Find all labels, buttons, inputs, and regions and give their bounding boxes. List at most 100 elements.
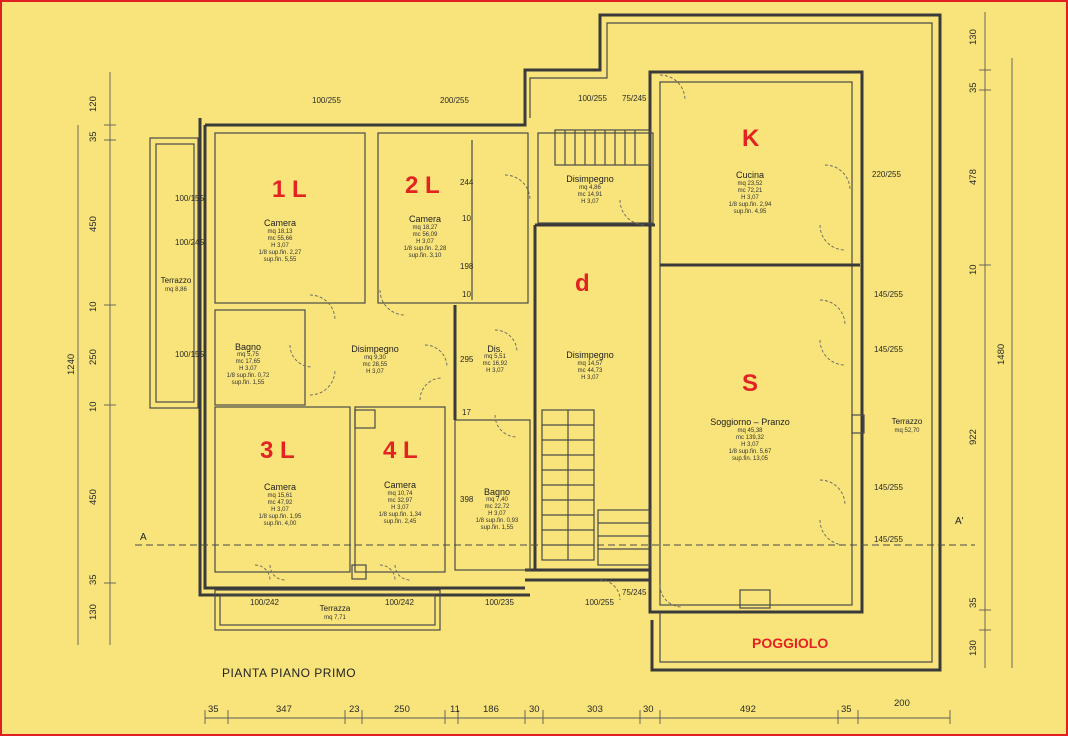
dim-left: 250: [88, 349, 99, 365]
opening-dim: 100/242: [250, 598, 279, 607]
inner-dim: 398: [460, 495, 474, 504]
dim-bottom: 30: [529, 704, 540, 715]
room-name-bagno1: Bagno: [234, 342, 262, 352]
dim-left: 450: [88, 216, 99, 232]
tag-k: K: [742, 125, 760, 152]
dim-right: 922: [968, 429, 979, 445]
room-stats-terrazzo-left: mq 8,86: [165, 287, 187, 293]
inner-dim: 244: [460, 178, 474, 187]
dim-left-total: 1240: [66, 353, 77, 375]
opening-dim: 145/255: [874, 345, 903, 354]
dimension-lines: [77, 12, 1013, 724]
dim-right-total: 1480: [996, 343, 1007, 365]
inner-dim: 10: [462, 290, 471, 299]
column-mark: [851, 414, 865, 434]
tag-d: d: [575, 270, 590, 297]
chimney-mark: [354, 409, 376, 429]
dim-bottom: 35: [208, 704, 219, 715]
room-name-camera1: Camera: [263, 218, 296, 228]
opening-dim: 75/245: [622, 588, 647, 597]
inner-dim: 198: [460, 262, 474, 271]
opening-dim: 145/255: [874, 290, 903, 299]
room-stats-terrazza-bottom: mq 7,71: [324, 615, 346, 621]
opening-dim: 100/235: [485, 598, 514, 607]
room-name-disimpegno-mid: Disimpegno: [351, 344, 399, 354]
opening-dim: 100/255: [312, 96, 341, 105]
dim-right: 130: [968, 29, 979, 45]
dim-bottom: 250: [394, 704, 410, 715]
dim-left: 10: [88, 401, 99, 412]
interior-walls: [214, 132, 860, 573]
room-name-dis: Dis.: [487, 344, 503, 354]
room-name-bagno2: Bagno: [483, 487, 511, 497]
dim-bottom: 23: [349, 704, 360, 715]
dim-right: 130: [968, 640, 979, 656]
opening-dim: 100/155: [175, 194, 204, 203]
bottom-terrace: [214, 589, 441, 631]
tag-4l: 4 L: [383, 437, 418, 464]
inner-dim: 17: [462, 408, 471, 417]
left-terrace: [149, 137, 199, 409]
dim-right: 35: [968, 597, 979, 608]
dim-bottom: 303: [587, 704, 603, 715]
room-name-camera3: Camera: [263, 482, 296, 492]
dim-left: 450: [88, 489, 99, 505]
room-name-terrazza-bottom: Terrazza: [319, 604, 351, 613]
room-name-camera4: Camera: [383, 480, 416, 490]
exterior-walls: [198, 13, 942, 672]
room-name-terrazzo-left: Terrazzo: [160, 276, 192, 285]
opening-dim: 100/242: [385, 598, 414, 607]
section-mark-left: A: [140, 532, 147, 543]
dim-bottom: 347: [276, 704, 292, 715]
opening-dim: 100/155: [175, 350, 204, 359]
inner-dim: 295: [460, 355, 474, 364]
room-name-disimpegno-d: Disimpegno: [566, 350, 614, 360]
opening-dim: 100/255: [585, 598, 614, 607]
fireplace-mark: [739, 589, 771, 609]
dim-bottom: 200: [894, 698, 910, 709]
tag-1l: 1 L: [272, 176, 307, 203]
room-stats-terrazzo-right: mq 52,70: [894, 428, 920, 434]
section-mark-right: A': [955, 516, 964, 527]
dim-right: 35: [968, 82, 979, 93]
dim-bottom: 11: [450, 704, 460, 715]
inner-dim: 10: [462, 214, 471, 223]
room-name-terrazzo-right: Terrazzo: [891, 417, 923, 426]
dim-left: 130: [88, 604, 99, 620]
stairs: [541, 129, 651, 566]
opening-dim: 100/255: [578, 94, 607, 103]
dim-bottom: 186: [483, 704, 499, 715]
opening-dim: 145/255: [874, 535, 903, 544]
dim-left: 35: [88, 131, 99, 142]
dim-bottom: 30: [643, 704, 654, 715]
opening-dim: 75/245: [622, 94, 647, 103]
opening-dim: 100/245: [175, 238, 204, 247]
room-name-camera2: Camera: [408, 214, 441, 224]
door-swings: [254, 74, 851, 608]
room-name-cucina: Cucina: [735, 170, 764, 180]
dim-right: 478: [968, 169, 979, 185]
dim-left: 35: [88, 574, 99, 585]
tag-2l: 2 L: [405, 172, 440, 199]
dim-left: 120: [88, 96, 99, 112]
dim-right: 10: [968, 264, 979, 275]
opening-dim: 220/255: [872, 170, 901, 179]
opening-dim: 145/255: [874, 483, 903, 492]
plan-title: PIANTA PIANO PRIMO: [222, 666, 357, 680]
tag-3l: 3 L: [260, 437, 295, 464]
dim-left: 10: [88, 301, 99, 312]
tag-poggiolo: POGGIOLO: [752, 635, 829, 651]
tag-s: S: [742, 370, 759, 397]
